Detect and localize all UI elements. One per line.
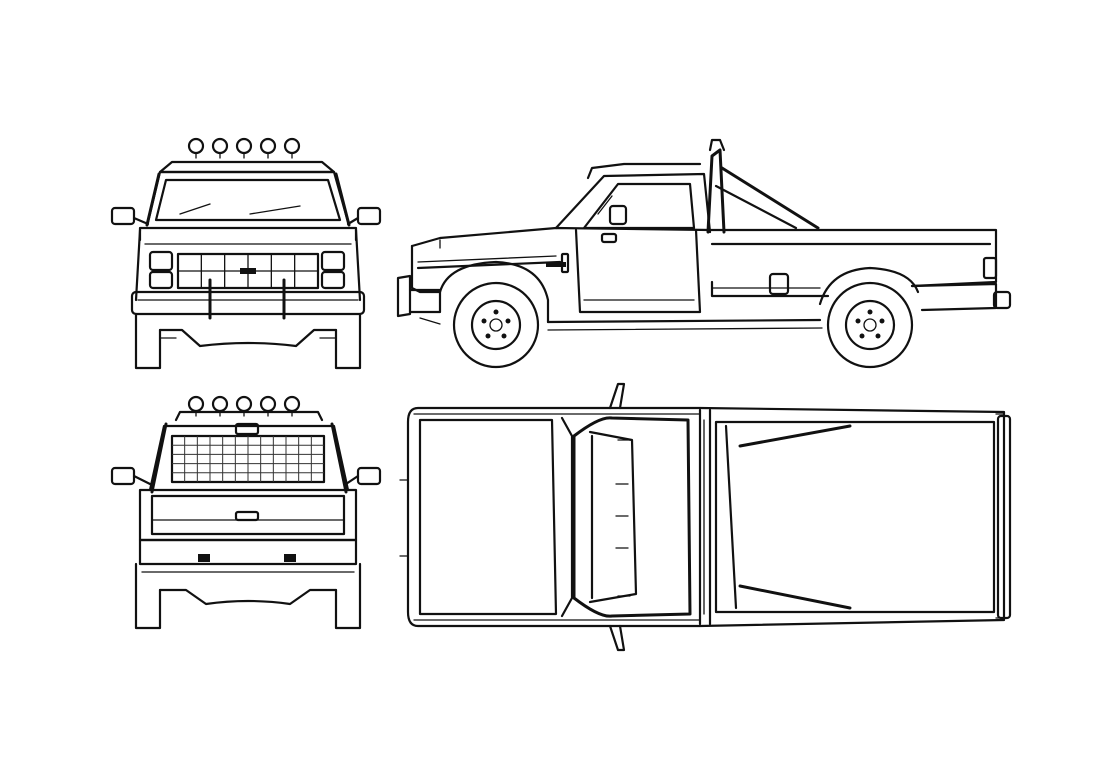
side-front-wheel [452, 281, 540, 369]
rear-roof-lights [187, 395, 301, 417]
roof-light [283, 137, 301, 155]
top-view [399, 382, 1012, 652]
front-view [110, 137, 382, 370]
roof-light [211, 137, 229, 155]
roof-light [235, 395, 253, 413]
rear-view [110, 395, 382, 630]
roof-light [211, 395, 229, 413]
roof-light [235, 137, 253, 155]
front-grille [176, 252, 320, 290]
roof-light [187, 395, 205, 413]
rear-window-grid [170, 434, 326, 484]
side-rear-wheel [826, 281, 914, 369]
roof-light [283, 395, 301, 413]
roof-light [187, 137, 205, 155]
front-roof-lights [187, 137, 301, 159]
side-view [396, 138, 1012, 369]
roof-light [259, 395, 277, 413]
roof-light [259, 137, 277, 155]
